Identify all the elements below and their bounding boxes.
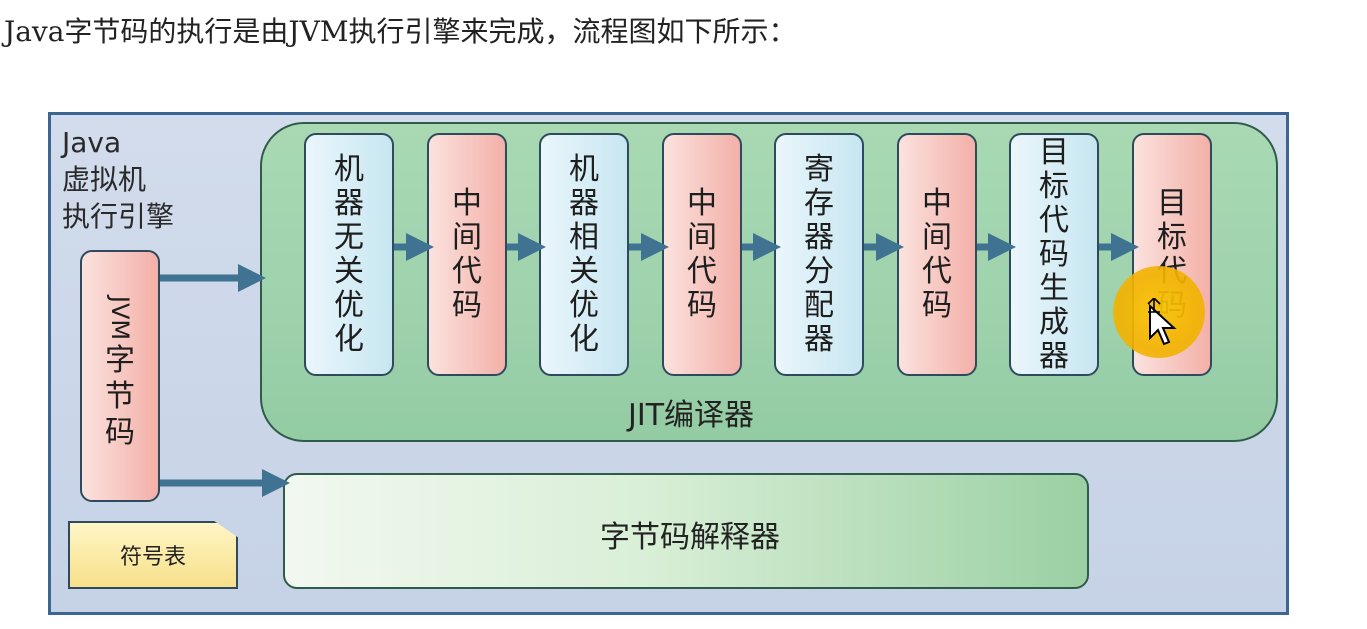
bytecode-interpreter-panel bbox=[283, 473, 1089, 589]
stage-machine-independent-optimization: 机器无关优化 bbox=[304, 133, 394, 376]
stage-intermediate-code-3: 中间代码 bbox=[897, 133, 977, 376]
stage-label: 中间代码 bbox=[452, 185, 482, 323]
jvm-bytecode-box bbox=[80, 250, 160, 502]
bytecode-interpreter-label: 字节码解释器 bbox=[600, 520, 780, 555]
mouse-pointer-icon bbox=[1147, 298, 1177, 346]
jvm-bytecode-label: JVM 字节码 bbox=[96, 293, 144, 451]
jit-compiler-label: JIT编译器 bbox=[628, 398, 755, 433]
stage-label: 中间代码 bbox=[687, 185, 717, 323]
stage-register-allocator: 寄存器分配器 bbox=[774, 133, 864, 376]
execution-engine-label: Java 虚拟机 执行引擎 bbox=[62, 126, 175, 233]
stage-label: 中间代码 bbox=[922, 185, 952, 323]
stage-label: 机器相关优化 bbox=[569, 151, 599, 357]
stage-label: 寄存器分配器 bbox=[804, 151, 834, 357]
stage-intermediate-code-2: 中间代码 bbox=[662, 133, 742, 376]
stage-intermediate-code-1: 中间代码 bbox=[427, 133, 507, 376]
stage-label: 机器无关优化 bbox=[334, 151, 364, 357]
jvm-bytecode-suffix: 字节码 bbox=[105, 343, 135, 450]
stage-machine-dependent-optimization: 机器相关优化 bbox=[539, 133, 629, 376]
page-heading: Java字节码的执行是由JVM执行引擎来完成，流程图如下所示： bbox=[4, 15, 797, 48]
symbol-table-box: 符号表 bbox=[68, 521, 238, 589]
stage-target-code-generator: 目标代码生成器 bbox=[1009, 133, 1099, 376]
stage-label: 目标代码生成器 bbox=[1039, 134, 1069, 374]
